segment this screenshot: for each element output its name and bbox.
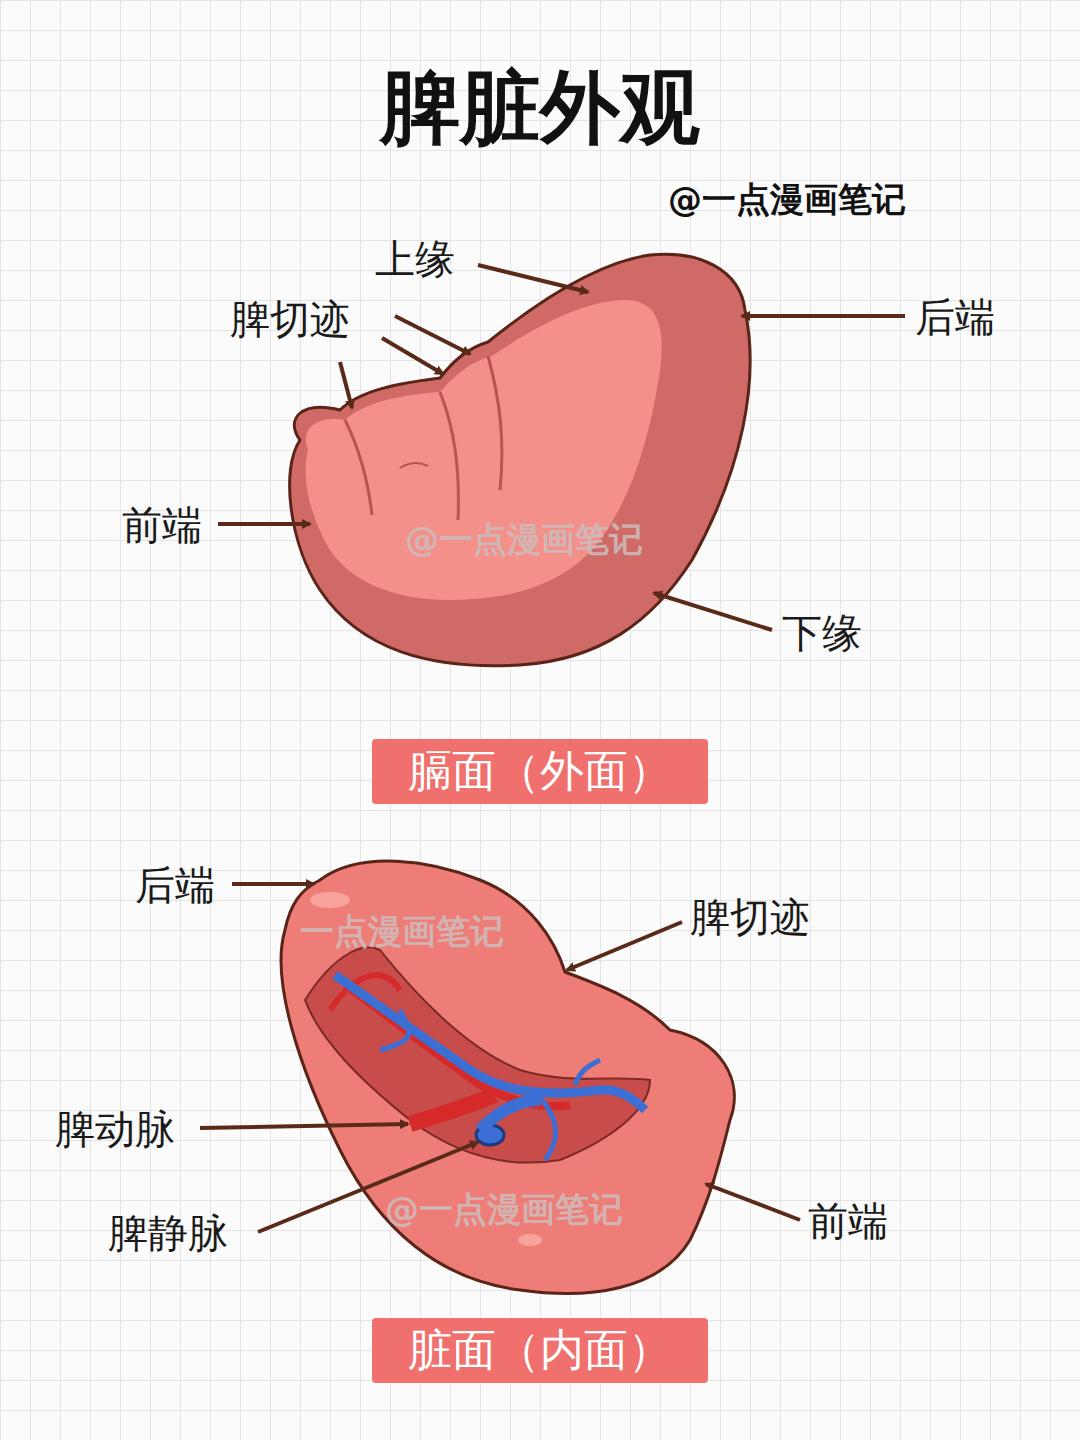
watermark: @一点漫画笔记 [385, 1190, 623, 1229]
caption-badge: 脏面（内面） [372, 1318, 708, 1383]
part-label: 前端 [808, 1198, 888, 1244]
part-label: 后端 [135, 862, 215, 908]
spleen-diaphragmatic [290, 254, 751, 665]
part-label: 后端 [915, 294, 995, 340]
part-label: 下缘 [782, 610, 862, 656]
credit: @一点漫画笔记 [668, 180, 906, 219]
badge-text: 脏面（内面） [394, 1324, 686, 1377]
part-label: 脾静脉 [108, 1210, 228, 1256]
part-label: 前端 [122, 502, 202, 548]
part-label: 脾切迹 [690, 894, 810, 940]
part-label: 脾切迹 [230, 296, 350, 342]
caption-badge: 膈面（外面） [372, 739, 708, 804]
spleen-visceral [281, 861, 734, 1293]
watermark: @一点漫画笔记 [405, 520, 643, 559]
badge-text: 膈面（外面） [394, 745, 686, 798]
leader-arrows [200, 265, 905, 1232]
watermark: 一点漫画笔记 [300, 912, 504, 951]
page-title: 脾脏外观 [380, 62, 700, 154]
part-label: 脾动脉 [55, 1106, 175, 1152]
part-label: 上缘 [375, 236, 455, 282]
